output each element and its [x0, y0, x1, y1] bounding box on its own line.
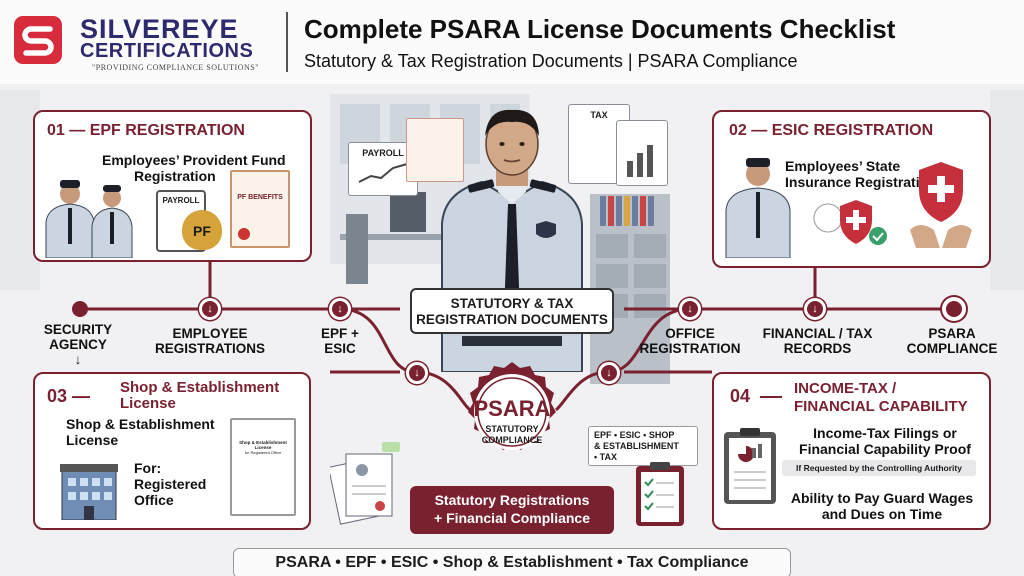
page-title: Complete PSARA License Documents Checkli…	[304, 14, 896, 44]
signed-documents-icon	[327, 440, 402, 528]
flow-node-end-dot	[942, 297, 966, 321]
header-divider	[286, 12, 288, 72]
flow-label-epf-esic: EPF +ESIC	[321, 326, 359, 356]
psara-seal	[452, 360, 572, 464]
certificate-document-icon	[406, 118, 464, 182]
center-banner: STATUTORY & TAX REGISTRATION DOCUMENTS	[410, 288, 614, 334]
flow-arrow-icon: ↓	[804, 298, 826, 320]
seal-title: PSARA	[473, 396, 551, 421]
page-subtitle: Statutory & Tax Registration Documents |…	[304, 51, 798, 71]
card-title: 02 — ESIC REGISTRATION	[729, 122, 934, 139]
license-document-icon: Shop & Establishment License for Registe…	[230, 418, 296, 516]
card-title-number: 03 —	[47, 386, 91, 406]
flow-node-start-dot	[72, 301, 88, 317]
pf-benefits-certificate-icon: PF BENEFITS	[230, 170, 290, 248]
brand-subname: CERTIFICATIONS	[80, 40, 254, 62]
brand-tagline: "PROVIDING COMPLIANCE SOLUTIONS"	[92, 63, 259, 72]
health-shield-icon	[812, 196, 892, 252]
card-title-number: 04	[730, 386, 751, 406]
card-title: INCOME-TAX /FINANCIAL CAPABILITY	[794, 380, 968, 415]
pf-money-bag-icon: PF	[182, 210, 222, 250]
header-bar	[0, 0, 1024, 84]
flow-arrow-icon: ↓	[329, 298, 351, 320]
financial-clipboard-icon	[722, 426, 778, 506]
guards-pair-icon	[40, 172, 136, 259]
footer-bar: PSARA • EPF • ESIC • Shop & Establishmen…	[233, 548, 791, 576]
center-bottom-label: Statutory Registrations + Financial Comp…	[410, 486, 614, 534]
title-dash	[760, 396, 782, 398]
card-note: If Requested by the Controlling Authorit…	[782, 460, 976, 476]
office-building-icon	[54, 460, 124, 521]
checklist-clipboard-icon	[634, 460, 686, 528]
flow-arrow-icon: ↓	[406, 362, 428, 384]
guard-icon	[722, 150, 794, 259]
brand-name: SILVEREYE	[80, 14, 239, 44]
flow-arrow-icon: ↓	[199, 298, 221, 320]
flow-arrow-icon: ↓	[598, 362, 620, 384]
document-tags-label: EPF • ESIC • SHOP& ESTABLISHMENT• TAX	[588, 426, 698, 466]
card-title: 01 — EPF REGISTRATION	[47, 122, 245, 139]
background-building-right	[990, 90, 1024, 290]
bar-chart-document-icon	[616, 120, 668, 186]
brand-logo-icon	[14, 16, 62, 64]
insurance-hands-icon	[906, 160, 976, 252]
flow-arrow-icon: ↓	[679, 298, 701, 320]
